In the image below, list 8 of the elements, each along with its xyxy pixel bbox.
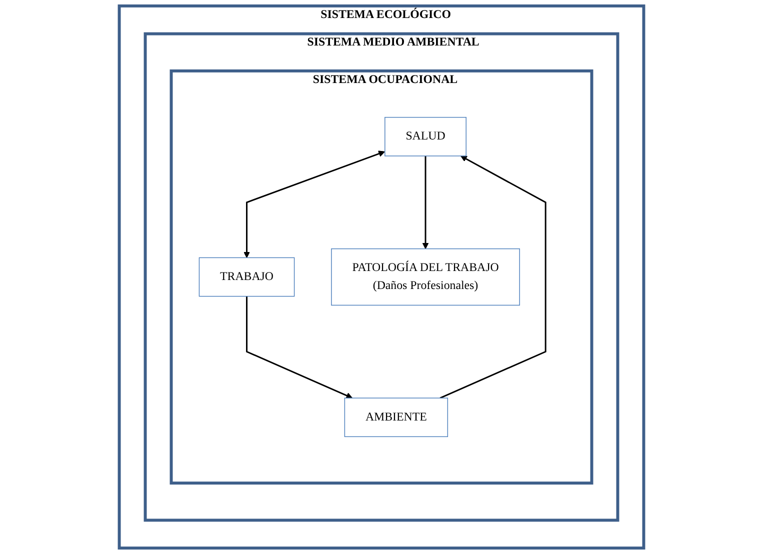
node-box: PATOLOGÍA DEL TRABAJO (Daños Profesionales) — [331, 248, 520, 306]
arrow — [440, 156, 546, 399]
node-box: SALUD — [384, 116, 466, 156]
arrow — [244, 150, 385, 258]
arrow — [246, 296, 353, 399]
arrow — [422, 156, 429, 250]
node-box: TRABAJO — [198, 257, 295, 297]
node-box: AMBIENTE — [344, 398, 448, 438]
